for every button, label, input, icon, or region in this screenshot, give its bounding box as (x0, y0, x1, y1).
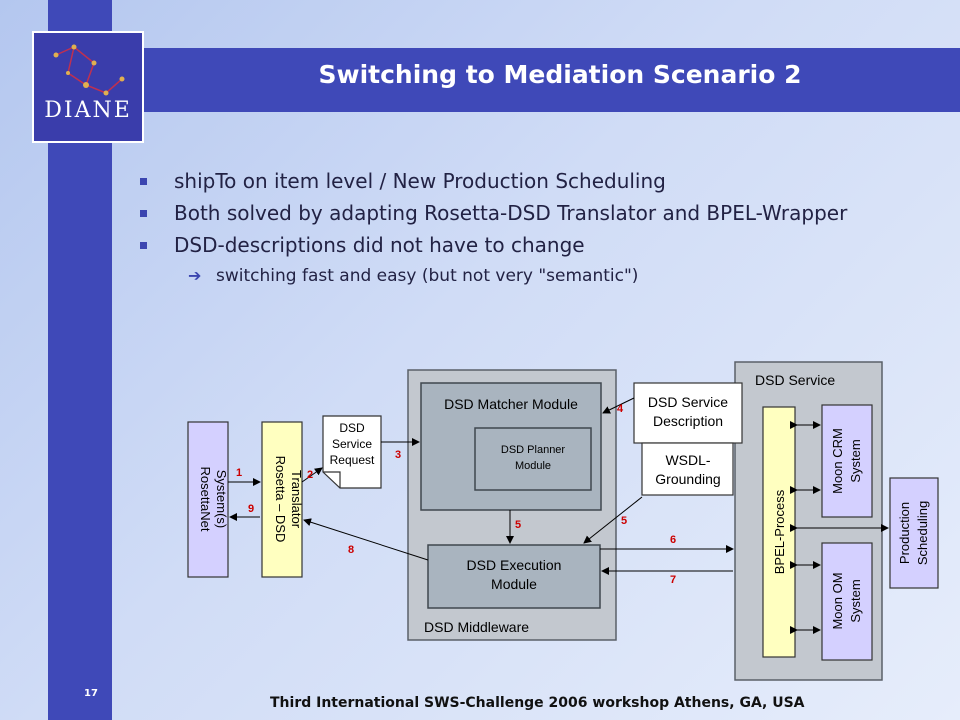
dsd-service-description (633, 382, 743, 444)
step-3: 3 (395, 449, 401, 461)
grounding-line2: Grounding (655, 471, 720, 487)
bullet-item: DSD-descriptions did not have to change (140, 232, 920, 259)
step-6: 6 (670, 534, 676, 546)
dsd-execution-module (427, 544, 601, 609)
grounding-line1: WSDL- (665, 452, 710, 468)
translator-line2: Translator (289, 470, 304, 529)
sub-bullet-text: switching fast and easy (but not very "s… (216, 266, 639, 286)
page-number: 17 (84, 688, 98, 699)
planner-label-line1: DSD Planner (501, 444, 566, 456)
bullet-item: shipTo on item level / New Production Sc… (140, 168, 920, 195)
dsd-service-request-doc (322, 415, 382, 489)
om-line1: Moon OM (830, 572, 845, 629)
rosettanet-systems (187, 421, 229, 578)
arrow-right-icon: ➔ (188, 266, 202, 285)
constellation-icon (53, 44, 125, 96)
crm-line2: System (848, 439, 863, 482)
matcher-label: DSD Matcher Module (444, 396, 578, 412)
bullet-text: shipTo on item level / New Production Sc… (174, 169, 666, 193)
logo-text: DIANE (44, 98, 132, 123)
arrow-8 (303, 518, 429, 561)
rosettanet-line2: System(s) (214, 470, 229, 529)
dsd-middleware-label: DSD Middleware (424, 619, 529, 635)
bullet-list: shipTo on item level / New Production Sc… (140, 168, 920, 288)
title-bar (48, 48, 960, 112)
dsd-service-label: DSD Service (755, 372, 835, 388)
bullet-square-icon (140, 210, 147, 217)
service-desc-line1: DSD Service (648, 394, 728, 410)
step-5a: 5 (515, 519, 521, 531)
rosetta-dsd-translator (261, 421, 303, 578)
production-line1: Production (897, 502, 912, 564)
bullet-text: Both solved by adapting Rosetta-DSD Tran… (174, 201, 848, 225)
step-5b: 5 (621, 515, 627, 527)
rosettanet-line1: RosettaNet (198, 466, 213, 531)
bpel-label: BPEL-Process (772, 489, 787, 574)
step-2: 2 (307, 469, 313, 481)
bullet-item: Both solved by adapting Rosetta-DSD Tran… (140, 200, 920, 227)
step-9: 9 (248, 503, 254, 515)
footer-text: Third International SWS-Challenge 2006 w… (270, 695, 805, 711)
production-scheduling (889, 477, 939, 589)
slide-title: Switching to Mediation Scenario 2 (318, 60, 802, 89)
step-8: 8 (348, 544, 354, 556)
planner-label-line2: Module (515, 460, 551, 472)
request-line1: DSD (339, 421, 365, 435)
request-line3: Request (330, 453, 375, 467)
diane-logo: DIANE (32, 31, 144, 143)
translator-line1: Rosetta – DSD (273, 456, 288, 543)
service-desc-line2: Description (653, 413, 723, 429)
step-4: 4 (617, 403, 624, 415)
production-line2: Scheduling (915, 501, 930, 565)
wsdl-grounding (641, 442, 734, 496)
bullet-square-icon (140, 242, 147, 249)
step-7: 7 (670, 574, 676, 586)
om-line2: System (848, 579, 863, 622)
crm-line1: Moon CRM (830, 428, 845, 494)
request-line2: Service (332, 437, 372, 451)
execution-label-line2: Module (491, 576, 537, 592)
moon-crm-system (821, 404, 873, 518)
arrow-5-grounding (583, 496, 643, 544)
bullet-text: DSD-descriptions did not have to change (174, 233, 585, 257)
execution-label-line1: DSD Execution (467, 557, 562, 573)
bpel-process (762, 406, 796, 658)
bullet-square-icon (140, 178, 147, 185)
dsd-planner-module (474, 427, 592, 491)
arrow-4 (602, 397, 635, 414)
step-1: 1 (236, 467, 242, 479)
sub-bullet: ➔ switching fast and easy (but not very "… (140, 264, 920, 288)
moon-om-system (821, 542, 873, 661)
arrow-2 (301, 467, 323, 483)
